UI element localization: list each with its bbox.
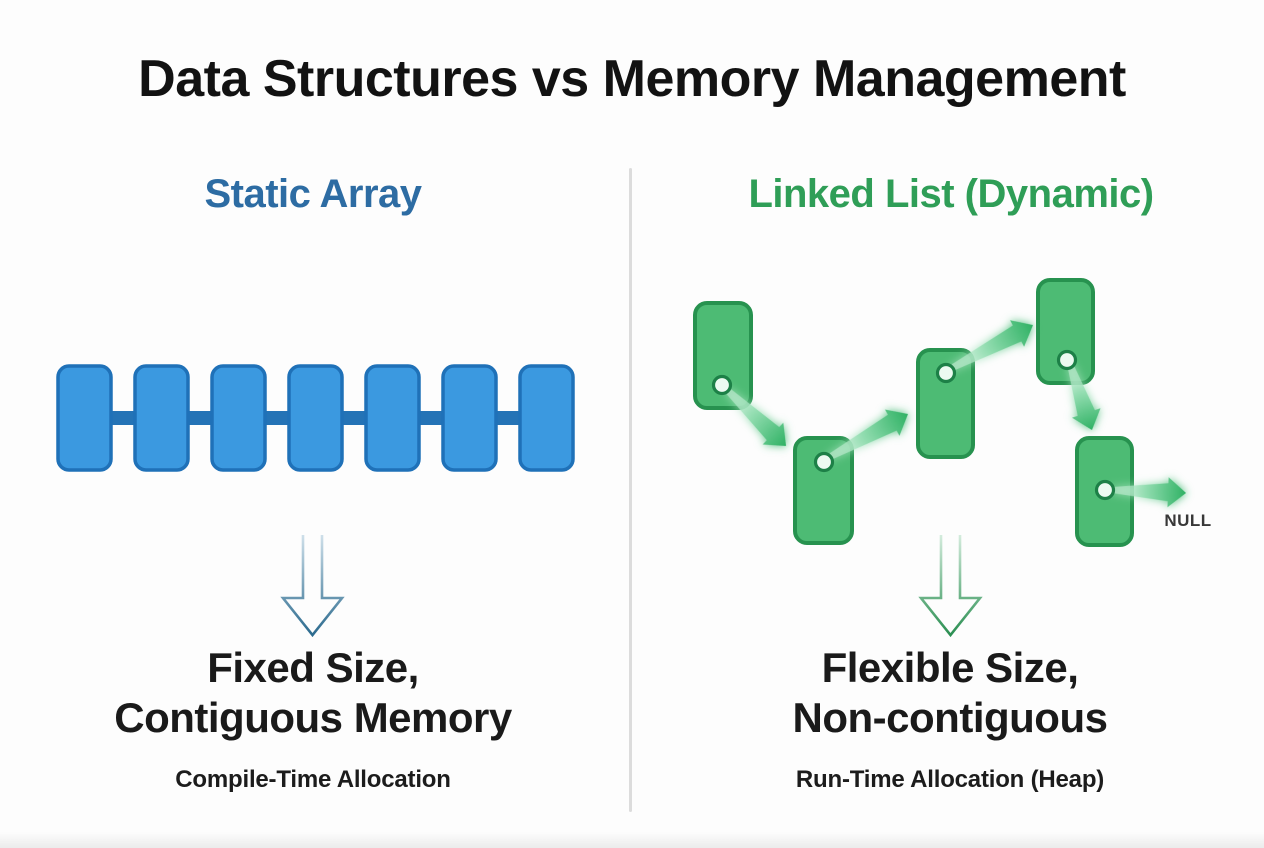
pointer-circles [711,349,1116,501]
pointer-arrow-icon [948,320,1033,372]
list-node [693,301,753,410]
result-line: Contiguous Memory [114,694,512,741]
static-array-heading: Static Array [204,172,422,216]
null-label: NULL [1164,511,1212,530]
linked-list-result: Flexible Size, Non-contiguous [690,643,1210,743]
array-cell [441,364,498,472]
pointer-dot [813,451,835,473]
pointer-arrow-icon [723,386,787,446]
array-cells [56,364,575,472]
down-arrow-icon [280,535,345,638]
linked-list-heading: Linked List (Dynamic) [748,172,1154,216]
list-node [1036,278,1095,385]
static-array-caption: Compile-Time Allocation [175,766,451,793]
pointer-dot [711,374,733,396]
static-array-result: Fixed Size, Contiguous Memory [53,643,573,743]
array-cell [210,364,267,472]
pointer-dot [1056,349,1078,371]
pointer-dot [1094,479,1116,501]
array-cell [287,364,344,472]
list-node [793,436,854,545]
list-node [916,348,975,459]
array-cell [133,364,190,472]
array-cell [518,364,575,472]
result-line: Flexible Size, [821,644,1079,691]
bottom-shade [0,832,1264,848]
static-array-diagram [56,364,575,472]
pointer-arrows [723,320,1187,508]
result-line: Non-contiguous [792,694,1108,741]
pointer-arrow-icon [826,409,909,461]
linked-list-diagram [693,278,1187,547]
pointer-arrow-icon [1067,363,1101,431]
linked-list-nodes [693,278,1134,547]
pointer-arrow-icon [1111,477,1187,508]
down-arrow-icon [918,535,983,638]
linked-list-caption: Run-Time Allocation (Heap) [795,766,1105,793]
column-divider [629,168,632,812]
array-cell [56,364,113,472]
page-title: Data Structures vs Memory Management [138,50,1126,108]
result-line: Fixed Size, [207,644,419,691]
array-cell [364,364,421,472]
pointer-dot [935,362,957,384]
array-connectors [109,411,522,425]
